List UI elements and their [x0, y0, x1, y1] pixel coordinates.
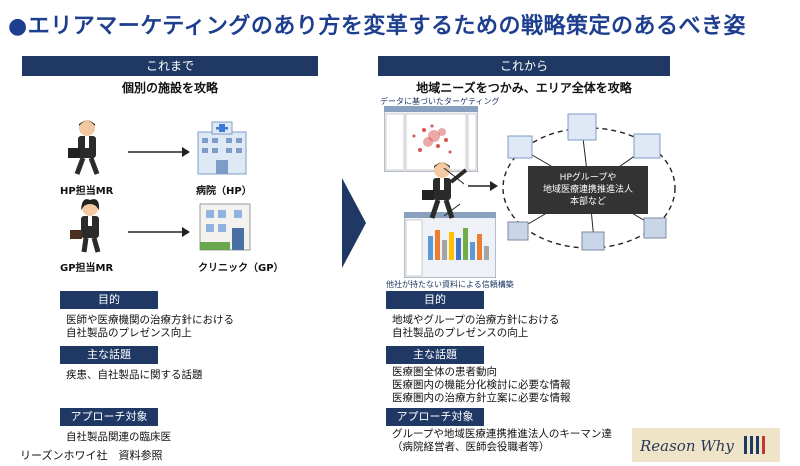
right-section-line: 地域やグループの治療方針における	[392, 314, 560, 326]
clinic-icon	[199, 203, 251, 251]
arrow-right-icon	[128, 147, 190, 157]
right-section-heading-purpose: 目的	[386, 291, 484, 309]
left-section-heading-target: アプローチ対象	[60, 408, 158, 426]
hospital-icon	[197, 121, 247, 175]
svg-text:Reason Why: Reason Why	[639, 437, 734, 455]
gp-mr-person-icon	[70, 199, 101, 253]
company-logo: Reason Why	[632, 428, 780, 462]
left-section-heading-topics: 主な話題	[60, 346, 158, 364]
right-section-line: 医療圏内の機能分化検討に必要な情報	[392, 379, 571, 391]
hospital-label: 病院（HP）	[196, 186, 252, 197]
left-section-line: 自社製品関連の臨床医	[66, 431, 171, 443]
right-section-line: （病院経営者、医師会役職者等）	[392, 441, 550, 453]
left-section-line: 疾患、自社製品に関する話題	[66, 369, 203, 381]
connector-lines	[443, 168, 465, 217]
left-section-line: 自社製品のプレゼンス向上	[66, 327, 192, 339]
mr-person-icon	[422, 162, 468, 219]
left-subtitle: 個別の施設を攻略	[121, 81, 218, 95]
right-section-line: 医療圏内の治療方針立案に必要な情報	[392, 392, 571, 404]
caption-trust: 他社が持たない資料による信頼構築	[386, 280, 514, 289]
hp-mr-person-icon	[68, 120, 100, 175]
page-title: ●エリアマーケティングのあり方を変革するための戦略策定のあるべき姿	[8, 14, 746, 39]
source-note: リーズンホワイ社 資料参照	[20, 449, 163, 462]
right-section-line: 自社製品のプレゼンスの向上	[392, 327, 529, 339]
center-box-line: 本部など	[569, 197, 606, 207]
right-section-line: グループや地域医療連携推進法人のキーマン達	[392, 428, 612, 440]
right-section-heading-topics: 主な話題	[386, 346, 484, 364]
clinic-label: クリニック（GP）	[198, 263, 284, 274]
left-section-heading-purpose: 目的	[60, 291, 158, 309]
left-section-line: 医師や医療機関の治療方針における	[66, 314, 234, 326]
right-subtitle: 地域ニーズをつかみ、エリア全体を攻略	[416, 81, 632, 95]
report-screenshot-image	[404, 212, 496, 278]
right-section-line: 医療圏全体の患者動向	[392, 366, 497, 378]
right-header: これから	[378, 56, 670, 76]
map-screenshot-image	[384, 106, 478, 172]
center-box-line: HPグループや	[559, 173, 617, 183]
arrow-right-icon	[468, 181, 498, 191]
center-box-line: 地域医療連携推進法人	[542, 185, 633, 195]
center-org-box: HPグループや 地域医療連携推進法人 本部など	[528, 166, 648, 214]
hp-mr-label: HP担当MR	[60, 186, 114, 197]
right-section-heading-target: アプローチ対象	[386, 408, 484, 426]
arrow-right-icon	[128, 227, 190, 237]
chevron-right-icon	[342, 178, 366, 268]
left-header: これまで	[22, 56, 318, 76]
hospital-network-diagram	[502, 113, 676, 251]
caption-targeting: データに基づいたターゲティング	[380, 97, 500, 106]
gp-mr-label: GP担当MR	[60, 263, 114, 274]
